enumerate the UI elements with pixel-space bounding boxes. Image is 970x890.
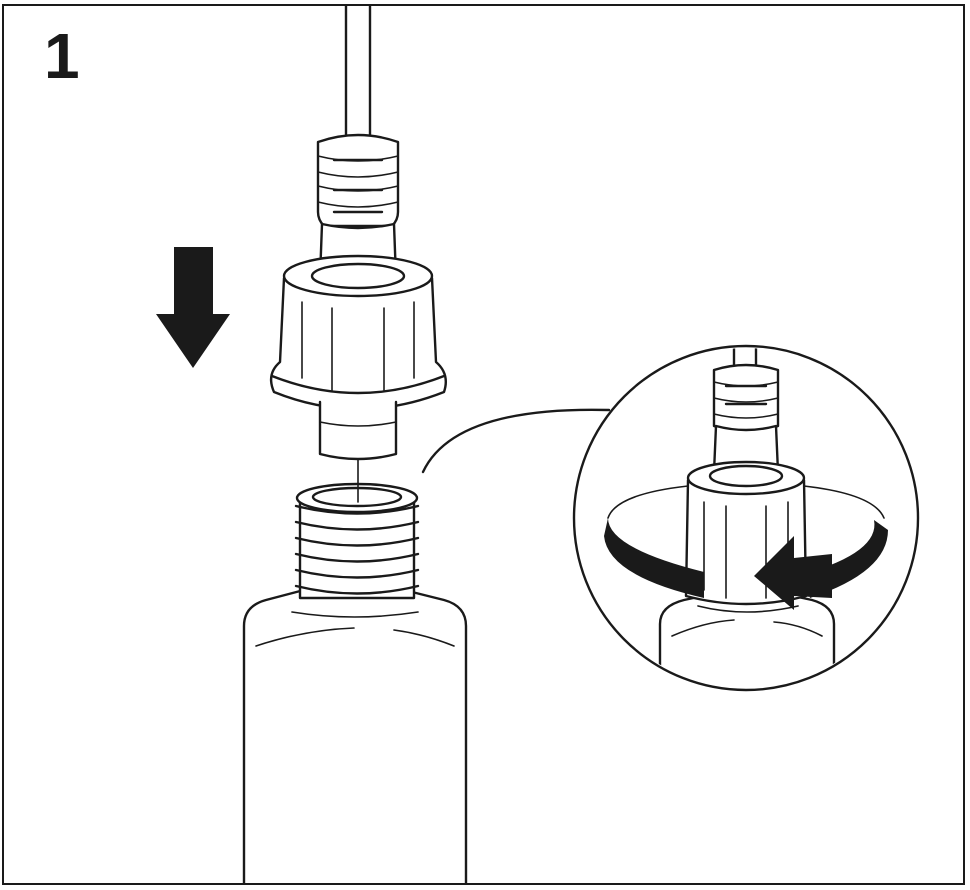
clockwise-rotate-icon (604, 485, 888, 610)
magnified-detail (572, 344, 920, 692)
instruction-panel: 1 (2, 4, 965, 885)
magnify-callout-tail (421, 408, 611, 474)
bottle (242, 482, 468, 883)
assembly-illustration (156, 6, 920, 883)
knurled-nut (269, 254, 447, 411)
lamp-socket-stem (318, 400, 398, 461)
step-number: 1 (44, 20, 80, 92)
down-arrow-icon (156, 247, 230, 368)
bottle-threaded-neck (294, 482, 420, 600)
